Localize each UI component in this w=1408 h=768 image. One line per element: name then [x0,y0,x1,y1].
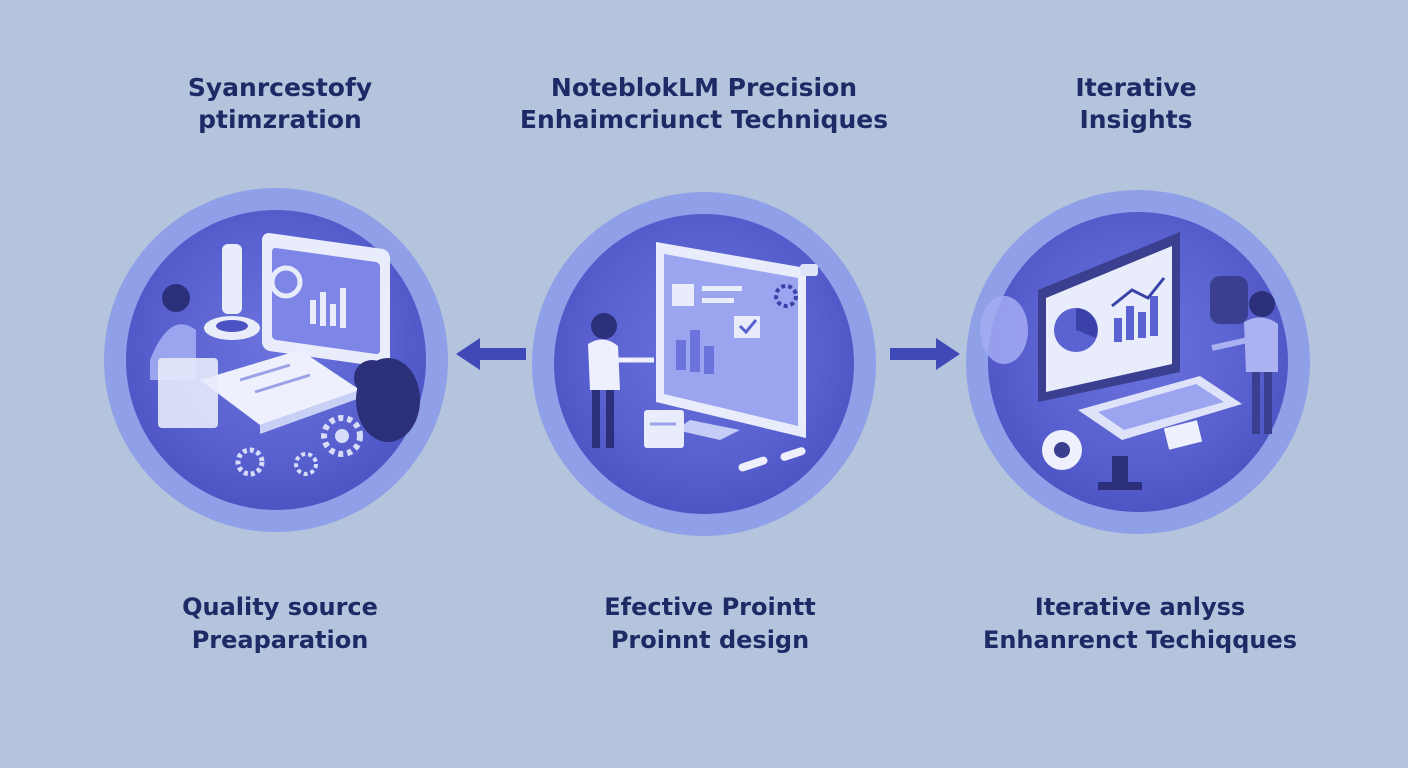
step-1-illustration [104,188,448,532]
step-2-caption: Efective Prointt Proinnt design [500,591,920,657]
arrow-left [456,338,526,370]
step-2-caption-line-1: Efective Prointt [500,591,920,624]
step-3-caption-line-1: Iterative anlyss [930,591,1350,624]
step-1-caption-line-2: Preaparation [70,624,490,657]
step-2-caption-line-2: Proinnt design [500,624,920,657]
step-3-caption: Iterative anlyss Enhanrenct Techiqques [930,591,1350,657]
arrow-right [890,338,960,370]
step-2-illustration [532,192,876,536]
step-3-caption-line-2: Enhanrenct Techiqques [930,624,1350,657]
step-1-caption: Quality source Preaparation [70,591,490,657]
step-1-caption-line-1: Quality source [70,591,490,624]
step-3-illustration [966,190,1310,534]
